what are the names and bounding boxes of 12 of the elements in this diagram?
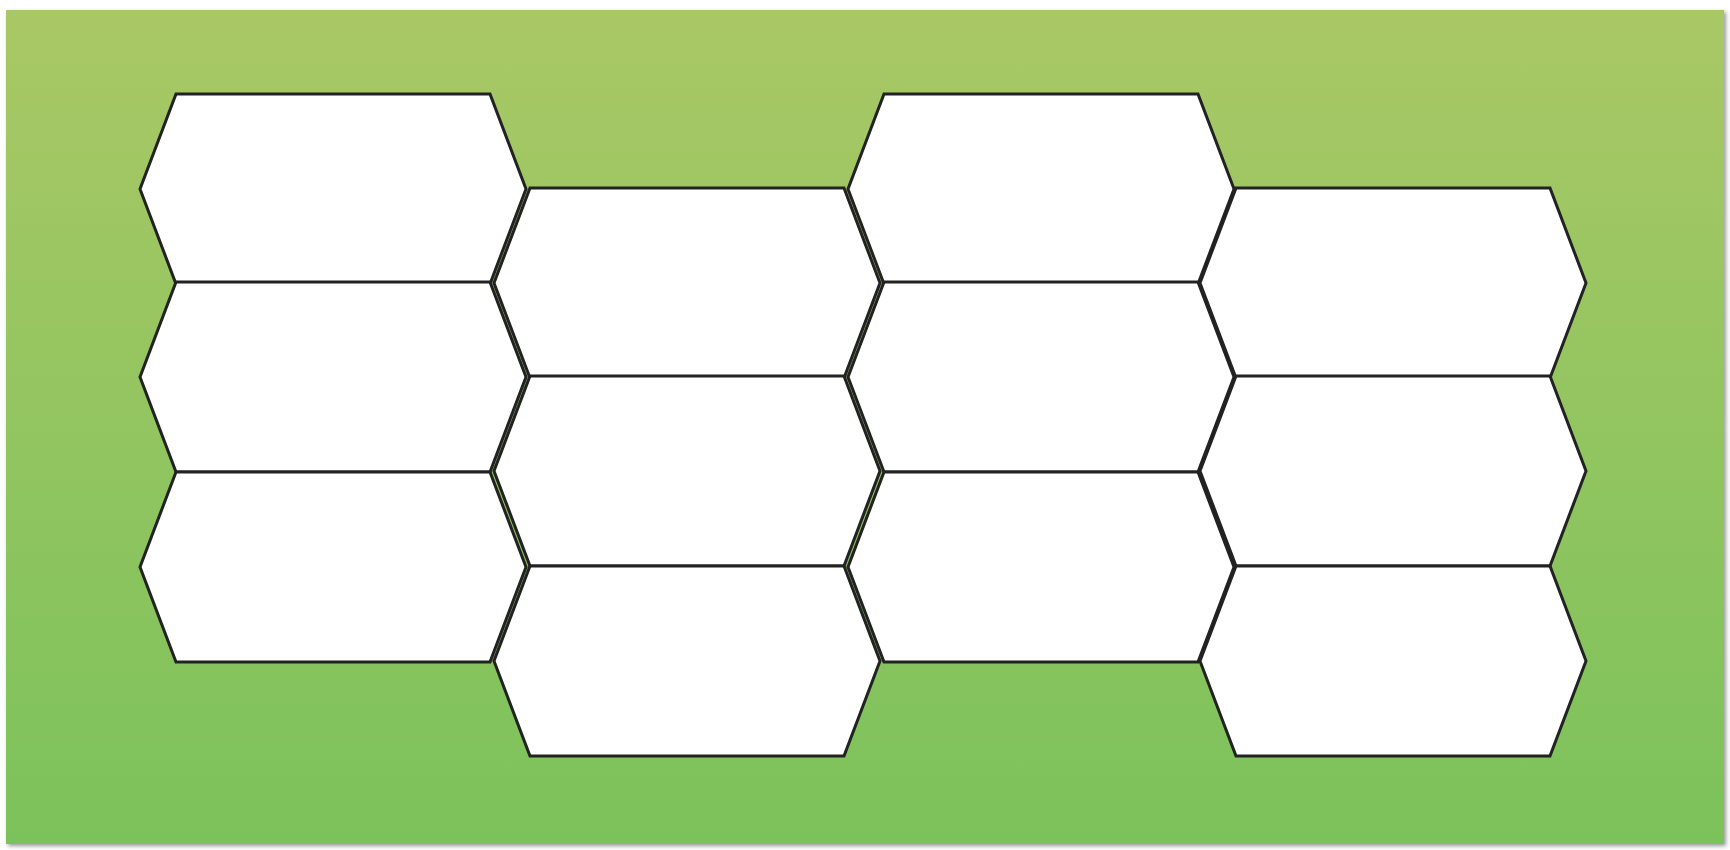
hexagon-shape bbox=[494, 376, 880, 566]
hexagon-shape bbox=[1200, 376, 1586, 566]
hexagon-shape bbox=[848, 472, 1234, 662]
hexagon-shape bbox=[494, 566, 880, 756]
hexagon-shape bbox=[848, 282, 1234, 472]
hexagon-shape bbox=[140, 472, 526, 662]
hexagon-shape bbox=[140, 94, 526, 284]
hexagon-shape bbox=[1200, 188, 1586, 378]
hexagon-shape bbox=[140, 282, 526, 472]
hexagon-shape bbox=[848, 94, 1234, 284]
hexagon-shape bbox=[1200, 566, 1586, 756]
hexagon-shape bbox=[494, 188, 880, 378]
